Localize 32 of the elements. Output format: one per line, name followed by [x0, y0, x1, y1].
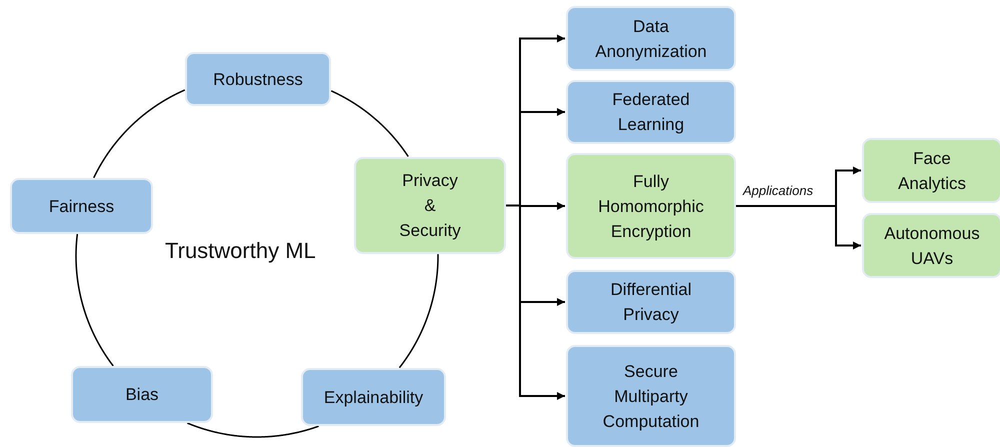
topic-box	[301, 368, 446, 426]
circle-arc	[93, 89, 186, 178]
box-label: Bias	[125, 384, 159, 406]
edge-label: Applications	[741, 183, 816, 198]
center-title: Trustworthy ML	[165, 238, 316, 264]
topic-box	[10, 178, 153, 234]
circle-arc	[75, 234, 114, 366]
circle-arc	[330, 90, 409, 157]
box-label: Federated Learning	[612, 89, 690, 136]
topic-box	[566, 153, 736, 259]
circle-arc	[186, 422, 319, 438]
topic-box	[354, 157, 506, 254]
box-label: Fully Homomorphic Encryption	[598, 170, 704, 242]
topic-box	[862, 138, 1000, 203]
topic-box	[566, 80, 736, 144]
box-label: Privacy & Security	[399, 170, 461, 242]
circle-arc	[398, 254, 439, 368]
box-label: Secure Multiparty Computation	[602, 360, 700, 432]
topic-box	[862, 213, 1000, 278]
arrow	[506, 204, 565, 400]
box-label: Explainability	[324, 386, 424, 408]
box-label: Fairness	[48, 196, 114, 218]
topic-box	[566, 6, 736, 71]
box-label: Data Anonymization	[595, 16, 707, 62]
topic-box	[71, 366, 213, 423]
box-label: Robustness	[213, 68, 303, 90]
topic-box	[566, 345, 736, 447]
box-label: Differential Privacy	[610, 279, 692, 326]
box-label: Face Analytics	[898, 148, 966, 194]
box-label: Autonomous UAVs	[884, 222, 980, 270]
topic-box	[566, 270, 736, 334]
topic-box	[185, 52, 331, 106]
